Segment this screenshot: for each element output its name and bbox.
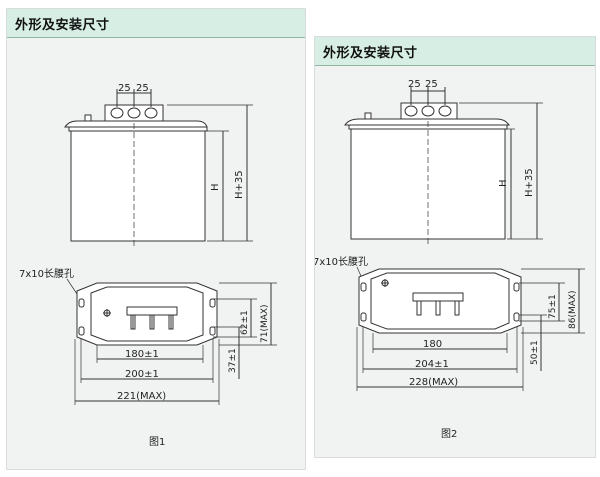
figure-1-caption: 图1 [149, 436, 165, 448]
dim-inner-2: 180 [423, 339, 442, 350]
slot-label: 7x10长腰孔 [19, 268, 74, 280]
figure-2-title: 外形及安装尺寸 [323, 46, 418, 61]
dim-outer: 221(MAX) [117, 391, 166, 402]
pitch-label-2: 25 [136, 83, 149, 94]
slot-right-top [209, 298, 216, 308]
bottom-view-2 [356, 266, 585, 391]
dim-v2: 71(MAX) [260, 304, 270, 343]
dim-mid: 200±1 [125, 369, 159, 380]
figure-1-header: 外形及安装尺寸 [7, 9, 305, 38]
figure-2-panel: 外形及安装尺寸 25 25 H H+35 7x10长腰 [314, 36, 596, 458]
pitch-label-2a: 25 [408, 79, 421, 90]
dim-inner: 180±1 [125, 349, 159, 360]
dim-outer-2: 228(MAX) [409, 377, 458, 388]
front-view-2 [344, 87, 543, 247]
height-total-label: H+35 [234, 170, 245, 199]
front-view [64, 89, 253, 249]
dim-mid-2: 204±1 [415, 359, 449, 370]
terminal-block [104, 104, 164, 122]
slot-left-bottom [78, 326, 85, 336]
dim-v3: 37±1 [228, 348, 238, 373]
figure-2-header: 外形及安装尺寸 [315, 37, 595, 66]
terminal-3 [144, 107, 158, 119]
dim-v1: 62±1 [240, 310, 250, 335]
slot-right-bottom [209, 326, 216, 336]
bottom-view [66, 278, 277, 405]
figure-1-panel: 外形及安装尺寸 [6, 8, 306, 470]
figure-2-caption: 图2 [441, 428, 457, 440]
dim-v1-2: 75±1 [548, 294, 558, 319]
dim-v3-2: 50±1 [530, 340, 540, 365]
terminal-1 [110, 107, 124, 119]
pitch-label-1: 25 [118, 83, 131, 94]
slot-left-top [78, 298, 85, 308]
dim-v2-2: 86(MAX) [568, 290, 578, 329]
height-total-label-2: H+35 [524, 168, 535, 197]
capacitor-body [70, 130, 206, 242]
height-label: H [210, 183, 221, 191]
pitch-label-2b: 25 [425, 79, 438, 90]
terminal-2 [127, 107, 141, 119]
figure-1-drawing: 25 25 H H+35 7x10长腰孔 [19, 83, 277, 448]
figure-2-drawing: 25 25 H H+35 7x10长腰孔 [315, 79, 585, 440]
height-label-2: H [498, 179, 509, 187]
figure-1-title: 外形及安装尺寸 [15, 18, 110, 33]
slot-label-2: 7x10长腰孔 [315, 256, 368, 268]
